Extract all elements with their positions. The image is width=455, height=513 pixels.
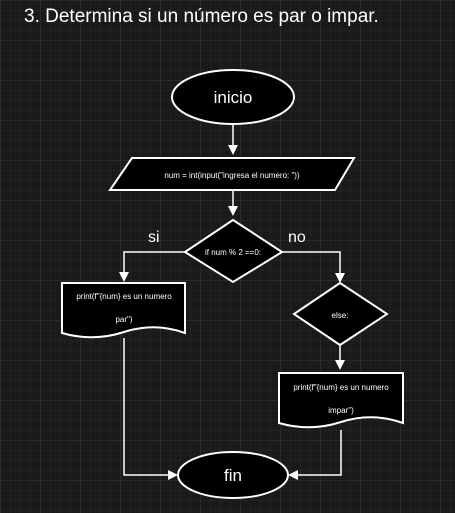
- edge-par-to-fin: [123, 338, 178, 480]
- input-node[interactable]: [108, 157, 356, 191]
- edge-impar-to-fin: [288, 430, 342, 480]
- print-impar-node[interactable]: [278, 372, 404, 429]
- edge-condition-to-par: [119, 251, 185, 282]
- condition-node[interactable]: [183, 218, 284, 284]
- print-par-line2: par"): [115, 315, 132, 324]
- else-node[interactable]: [292, 281, 389, 347]
- print-impar-line2: impar"): [328, 406, 354, 415]
- yes-label: si: [148, 229, 160, 246]
- end-node[interactable]: [177, 451, 289, 499]
- start-label: inicio: [214, 88, 253, 107]
- end-label: fin: [224, 466, 242, 485]
- start-node[interactable]: [171, 69, 295, 125]
- print-impar-line1: print(f"{num} es un numero: [293, 383, 389, 392]
- no-label: no: [288, 229, 306, 246]
- print-par-line1: print(f"{num} es un numero: [76, 292, 172, 301]
- edge-condition-to-else: [280, 251, 345, 283]
- condition-label: if num % 2 ==0:: [205, 248, 261, 257]
- input-label: num = int(input("ingresa el numero: ")): [164, 171, 300, 180]
- page-title: 3. Determina si un número es par o impar…: [24, 6, 379, 27]
- print-par-node[interactable]: [61, 282, 186, 339]
- else-label: else:: [332, 311, 349, 320]
